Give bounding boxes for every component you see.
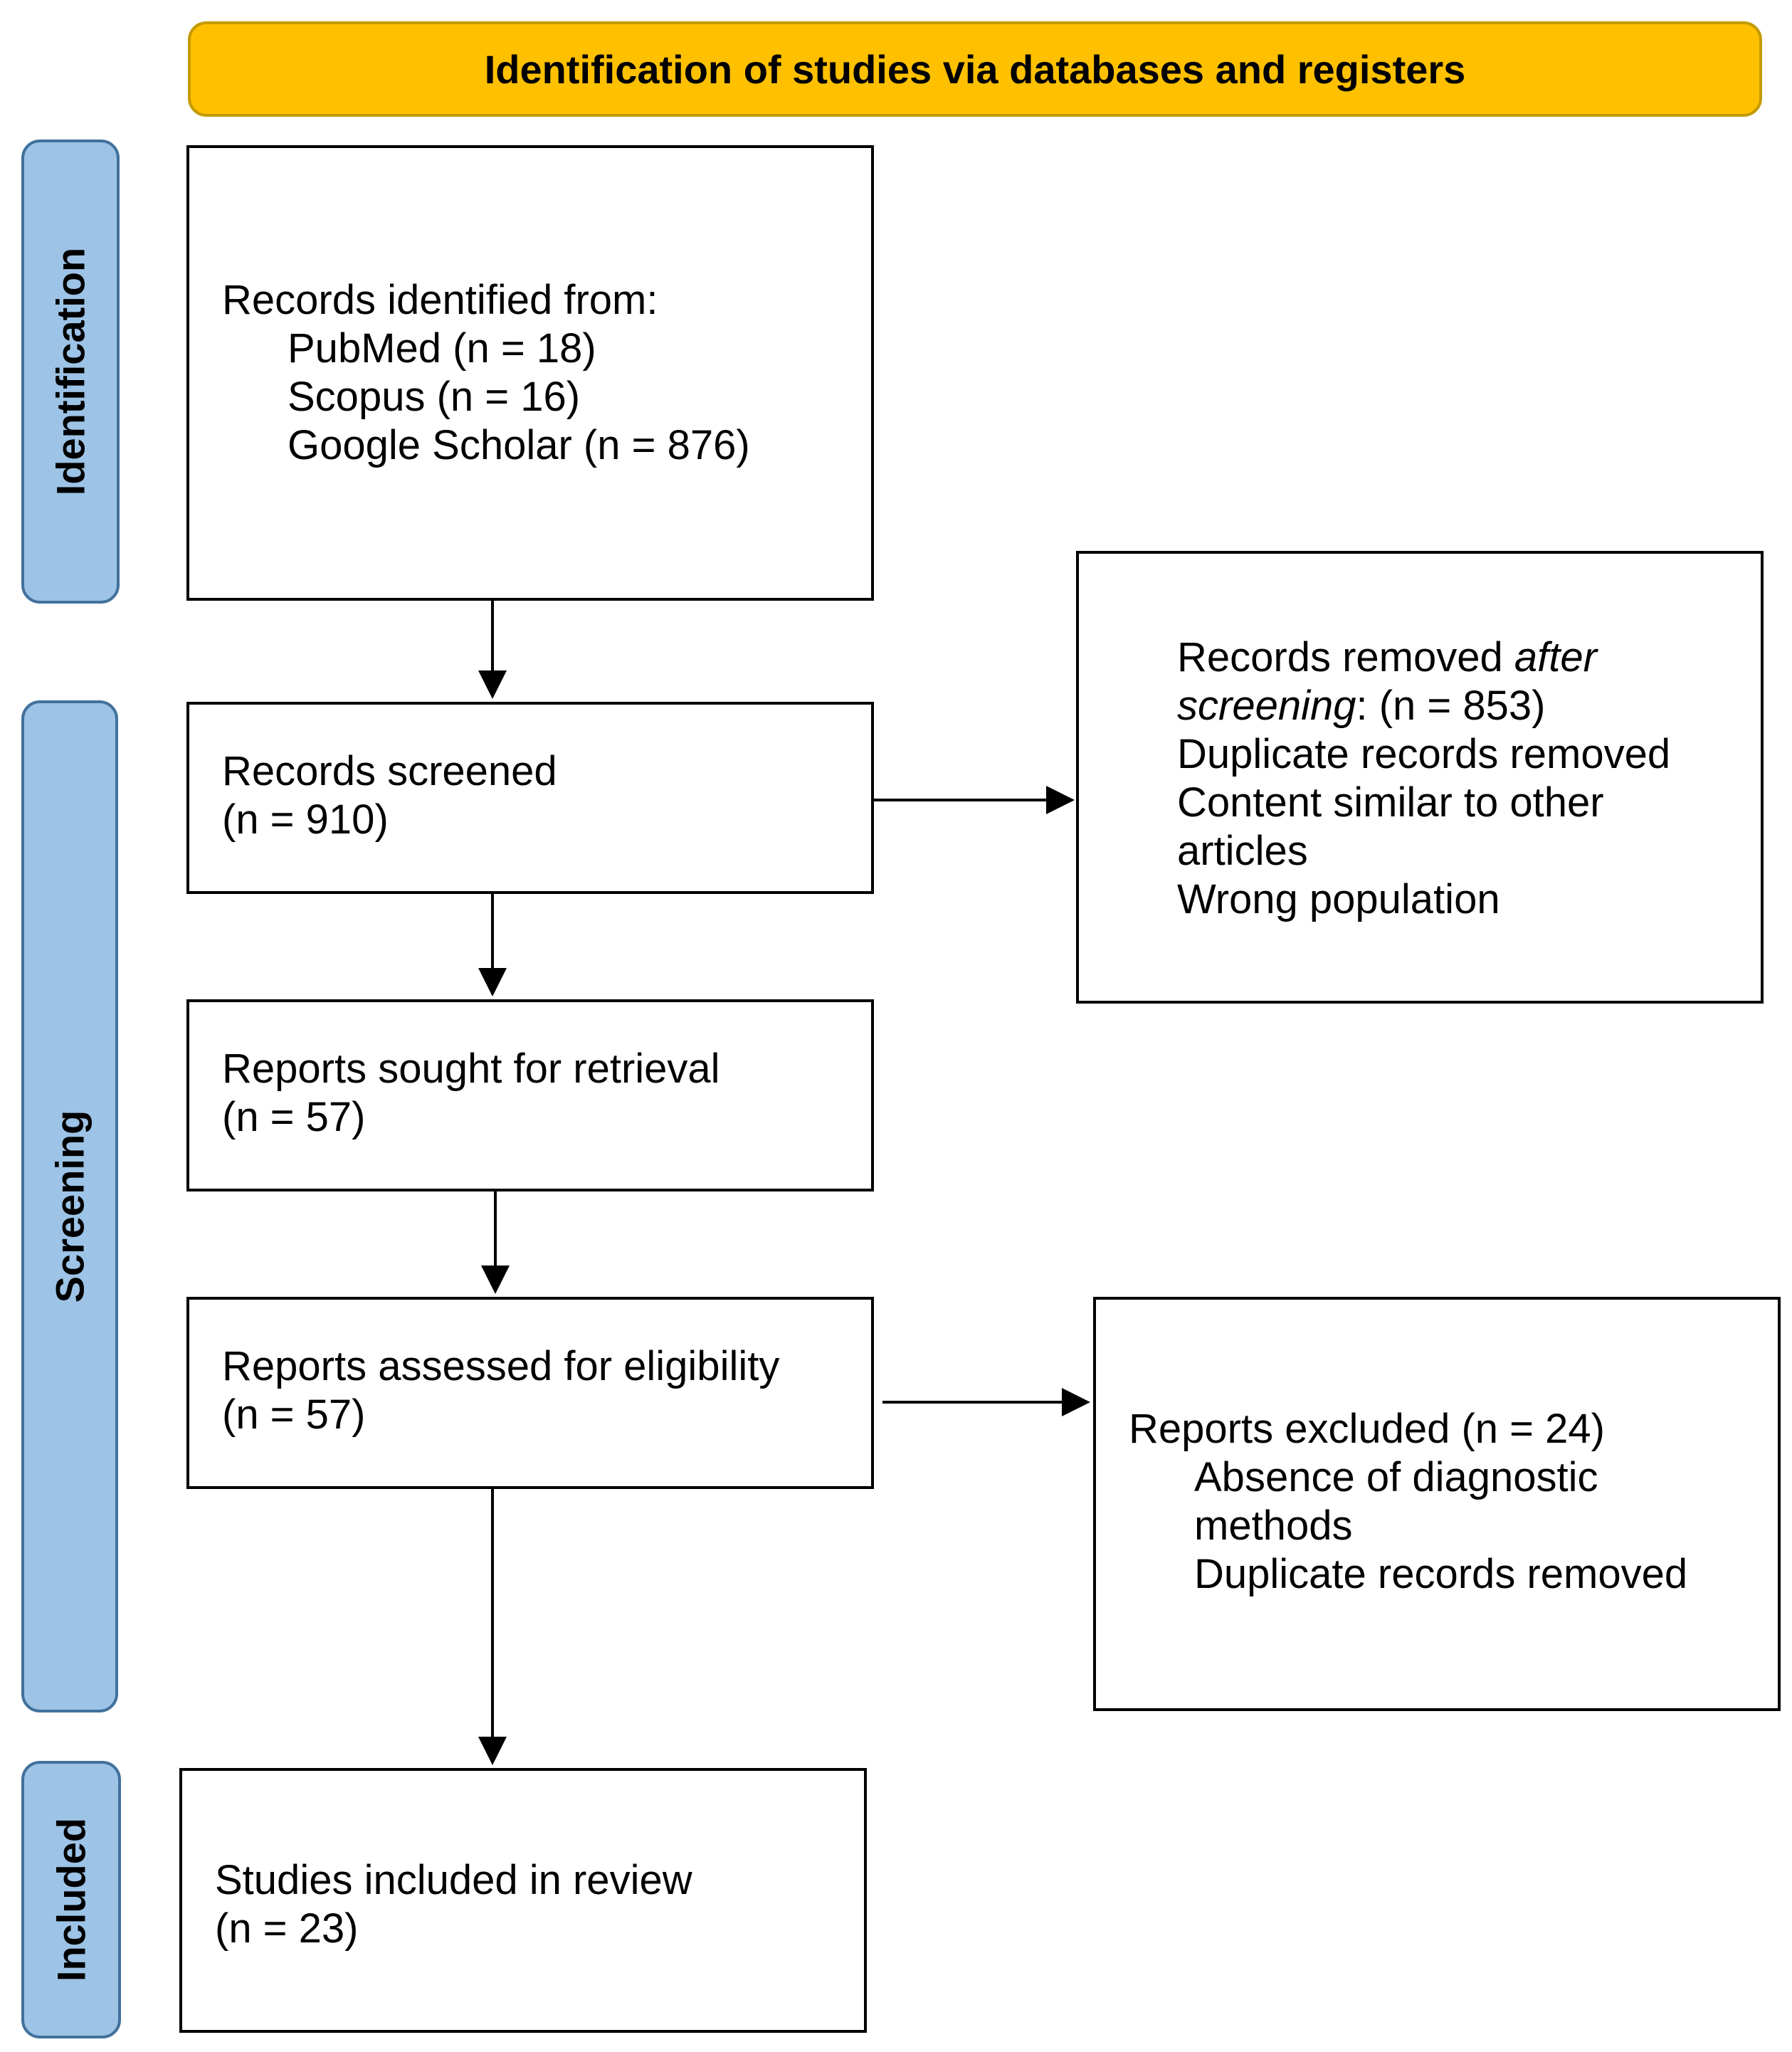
phase-included-label: Included <box>48 1817 94 1982</box>
records-screened-label: Records screened <box>222 748 557 794</box>
reports-assessed-count: (n = 57) <box>222 1391 366 1438</box>
source-pubmed: PubMed (n = 18) <box>288 325 596 372</box>
reports-excluded-label: Reports excluded (n = 24) <box>1129 1406 1605 1452</box>
records-identified-box: Records identified from: PubMed (n = 18)… <box>186 145 874 601</box>
studies-included-count: (n = 23) <box>215 1905 359 1952</box>
phase-screening: Screening <box>21 700 118 1712</box>
removed-reason-duplicates: Duplicate records removed <box>1177 731 1671 777</box>
reports-assessed-label: Reports assessed for eligibility <box>222 1343 780 1389</box>
records-removed-italic-after: after <box>1514 634 1597 680</box>
studies-included-label: Studies included in review <box>215 1857 692 1903</box>
excluded-reason-diagnostic-cont: methods <box>1194 1503 1353 1549</box>
reports-assessed-box: Reports assessed for eligibility (n = 57… <box>186 1297 874 1489</box>
records-screened-count: (n = 910) <box>222 796 389 843</box>
records-removed-prefix: Records removed <box>1177 634 1514 680</box>
removed-reason-similar: Content similar to other <box>1177 779 1604 826</box>
records-removed-count: : (n = 853) <box>1356 683 1546 729</box>
source-google-scholar: Google Scholar (n = 876) <box>288 422 750 468</box>
records-removed-box: Records removed after screening: (n = 85… <box>1076 551 1764 1004</box>
reports-sought-count: (n = 57) <box>222 1094 366 1140</box>
reports-excluded-box: Reports excluded (n = 24) Absence of dia… <box>1093 1297 1781 1711</box>
records-removed-heading-2: screening: (n = 853) <box>1177 682 1761 730</box>
reports-sought-box: Reports sought for retrieval (n = 57) <box>186 999 874 1191</box>
phase-identification-label: Identification <box>48 247 93 496</box>
header-title: Identification of studies via databases … <box>484 46 1466 92</box>
source-scopus: Scopus (n = 16) <box>288 374 581 420</box>
records-identified-intro: Records identified from: <box>222 277 658 323</box>
records-removed-heading: Records removed after <box>1177 633 1761 682</box>
excluded-reason-duplicates: Duplicate records removed <box>1194 1551 1688 1597</box>
reports-sought-label: Reports sought for retrieval <box>222 1046 720 1092</box>
studies-included-box: Studies included in review (n = 23) <box>179 1768 867 2033</box>
records-screened-box: Records screened (n = 910) <box>186 702 874 894</box>
excluded-reason-diagnostic: Absence of diagnostic <box>1194 1454 1598 1500</box>
removed-reason-similar-cont: articles <box>1177 828 1308 874</box>
header-banner: Identification of studies via databases … <box>188 21 1762 117</box>
phase-included: Included <box>21 1761 121 2038</box>
records-removed-italic-screening: screening <box>1177 683 1356 729</box>
phase-screening-label: Screening <box>47 1110 93 1303</box>
phase-identification: Identification <box>21 140 120 604</box>
removed-reason-population: Wrong population <box>1177 876 1500 922</box>
